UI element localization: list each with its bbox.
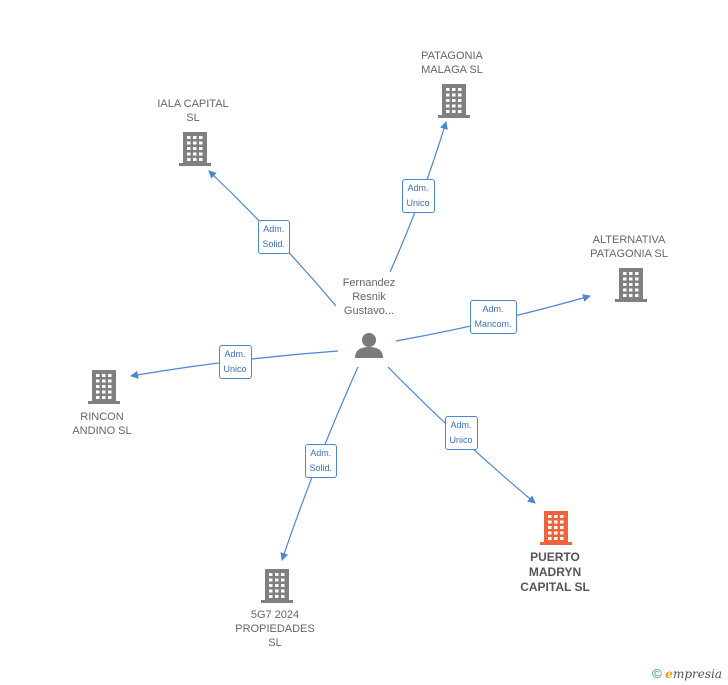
relation-role-label[interactable]: Adm. Solid. bbox=[304, 444, 338, 478]
company-label-puerto-madryn[interactable]: PUERTO MADRYN CAPITAL SL bbox=[520, 550, 590, 594]
building-icon[interactable] bbox=[179, 132, 211, 166]
person-name-label[interactable]: Fernandez Resnik Gustavo... bbox=[342, 277, 396, 317]
relation-role-label[interactable]: Adm. Solid. bbox=[257, 220, 291, 254]
company-label-alternativa-patagonia[interactable]: ALTERNATIVA PATAGONIA SL bbox=[590, 234, 668, 260]
company-label-5g7-2024[interactable]: 5G7 2024 PROPIEDADES SL bbox=[235, 609, 315, 649]
building-icon[interactable] bbox=[438, 84, 470, 118]
building-icon[interactable] bbox=[540, 511, 572, 545]
building-icon[interactable] bbox=[88, 370, 120, 404]
building-icon[interactable] bbox=[261, 569, 293, 603]
company-label-iala-capital[interactable]: IALA CAPITAL SL bbox=[157, 98, 229, 124]
person-icon[interactable] bbox=[355, 333, 383, 358]
empresia-watermark: © empresia bbox=[652, 666, 722, 681]
building-icon[interactable] bbox=[615, 268, 647, 302]
relation-role-label[interactable]: Adm. Unico bbox=[444, 416, 478, 450]
relation-role-label[interactable]: Adm. Unico bbox=[218, 345, 252, 379]
company-label-rincon-andino[interactable]: RINCON ANDINO SL bbox=[72, 411, 132, 437]
copyright-symbol: © bbox=[652, 666, 662, 681]
relation-role-label[interactable]: Adm. Unico bbox=[401, 179, 435, 213]
empresia-logo: empresia bbox=[665, 667, 722, 681]
company-label-patagonia-malaga[interactable]: PATAGONIA MALAGA SL bbox=[421, 50, 483, 76]
relation-role-label[interactable]: Adm. Mancom. bbox=[469, 300, 517, 334]
